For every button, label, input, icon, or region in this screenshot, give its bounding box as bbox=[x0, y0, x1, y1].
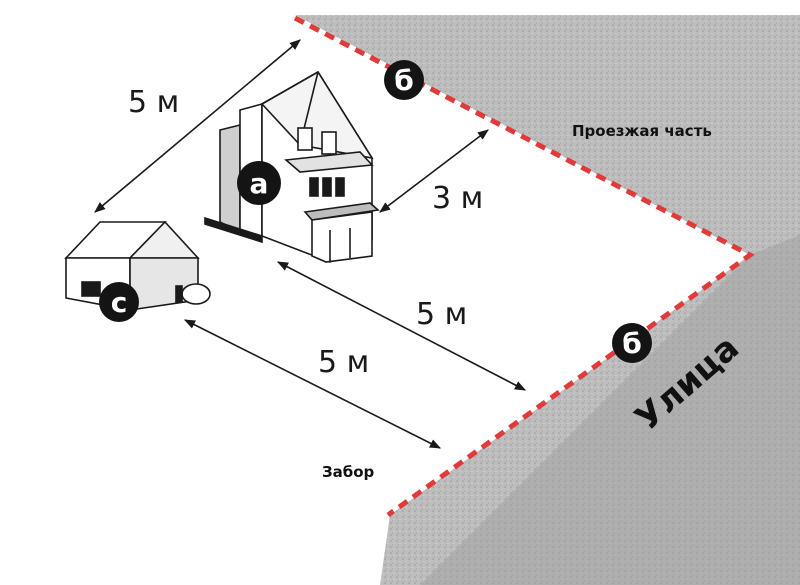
house-marker-label: a bbox=[250, 167, 269, 200]
house-illustration bbox=[204, 70, 380, 263]
street-shade bbox=[420, 235, 800, 585]
shed-to-fence-arrow bbox=[183, 319, 442, 449]
house-marker: a bbox=[237, 161, 281, 205]
boundary-top-marker-label: б bbox=[394, 64, 414, 97]
outbuilding-marker: c bbox=[99, 282, 139, 322]
fence-to-house-arrow bbox=[94, 39, 301, 213]
roadway-area bbox=[295, 15, 800, 585]
roadway-label: Проезжая часть bbox=[572, 122, 712, 140]
fence-label: Забор bbox=[322, 463, 375, 481]
outbuilding-illustration bbox=[64, 220, 211, 311]
house-to-street-arrow bbox=[277, 261, 526, 391]
dim-house-to-street: 5 м bbox=[416, 297, 467, 332]
boundary-right-marker-label: б bbox=[622, 327, 642, 360]
outbuilding-marker-label: c bbox=[111, 286, 128, 319]
dim-fence-to-house: 5 м bbox=[128, 85, 179, 120]
dim-house-to-road: 3 м bbox=[432, 181, 483, 216]
boundary-line bbox=[293, 15, 755, 518]
dim-shed-to-fence: 5 м bbox=[318, 345, 369, 380]
boundary-right-marker: б bbox=[612, 323, 652, 363]
boundary-top-marker: б bbox=[384, 60, 424, 100]
house-to-road-arrow bbox=[379, 129, 489, 213]
